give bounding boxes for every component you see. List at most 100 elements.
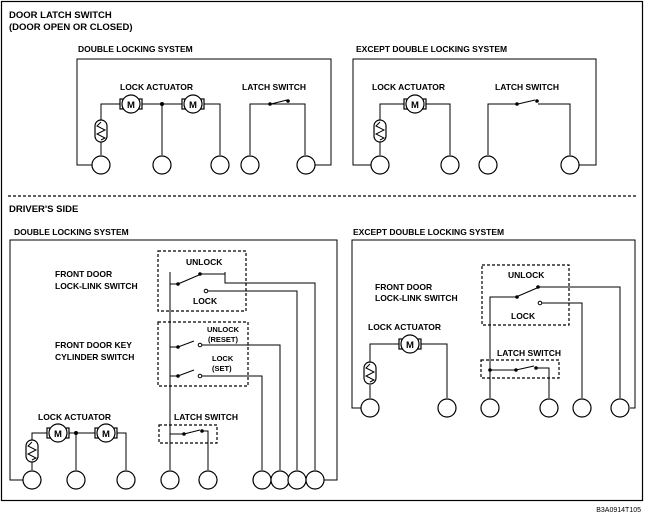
- s2-left-unlock-reset-label-1: UNLOCK: [207, 325, 240, 334]
- s2-right-lock-link-label-2: LOCK-LINK SWITCH: [375, 293, 458, 303]
- s1-right-latch-switch-label: LATCH SWITCH: [495, 82, 559, 92]
- s2-left-terminal: [116, 470, 136, 490]
- section1-title-line2: (DOOR OPEN OR CLOSED): [9, 22, 133, 33]
- s1-right-motor-symbol: M: [411, 100, 419, 111]
- s2-left-lock-set-label-2: (SET): [212, 364, 232, 373]
- s2-left-title: DOUBLE LOCKING SYSTEM: [14, 227, 129, 237]
- s2-left-contact: [203, 288, 209, 294]
- s2-left-lock-link-wires: [170, 272, 316, 470]
- s2-left-contact: [200, 429, 204, 433]
- s2-left-contact: [198, 272, 202, 276]
- s1-left-motor-icon-1: M: [119, 94, 143, 114]
- s1-right-switch-contact: [535, 99, 539, 103]
- s1-left-terminal: [210, 155, 230, 175]
- s2-right-contact: [488, 368, 492, 372]
- s1-left-terminal: [91, 155, 111, 175]
- s2-left-unlock-reset-label-2: (RESET): [208, 335, 239, 344]
- s2-left-motor-icon-2: M: [94, 423, 118, 443]
- section2-title: DRIVER'S SIDE: [9, 204, 78, 215]
- s2-right-title: EXCEPT DOUBLE LOCKING SYSTEM: [353, 227, 504, 237]
- s1-left-lock-actuator-label: LOCK ACTUATOR: [120, 82, 193, 92]
- s1-right-terminal: [478, 155, 498, 175]
- s2-left-motor-icon-1: M: [46, 423, 70, 443]
- s2-left-lock-label: LOCK: [193, 296, 218, 306]
- s1-left-heater-coil: [95, 121, 107, 141]
- s2-left-box: [9, 239, 338, 481]
- s2-right-terminal: [480, 398, 500, 418]
- s2-right-motor-icon: M: [398, 334, 422, 354]
- s2-left-contact: [176, 282, 180, 286]
- s2-left-terminal: [160, 470, 180, 490]
- s2-right-latch-switch-box: [480, 359, 560, 379]
- s2-right-contact: [534, 366, 538, 370]
- s2-left-terminal: [287, 470, 307, 490]
- s2-left-key-cylinder-switch-box: [157, 321, 249, 387]
- s1-right-terminal: [440, 155, 460, 175]
- s2-right-terminal: [437, 398, 457, 418]
- s2-right-box: [351, 239, 636, 409]
- s2-right-lock-link-label-1: FRONT DOOR: [375, 282, 432, 292]
- s2-left-heater-coil: [26, 441, 38, 461]
- s1-left-terminal: [296, 155, 316, 175]
- s2-left-key-cylinder-label-2: CYLINDER SWITCH: [55, 352, 134, 362]
- s2-left-unlock-label: UNLOCK: [186, 257, 223, 267]
- s2-left-terminal: [252, 470, 272, 490]
- s1-right-lock-actuator-label: LOCK ACTUATOR: [372, 82, 445, 92]
- s1-right-terminal: [370, 155, 390, 175]
- s2-left-lock-set-label-1: LOCK: [212, 354, 234, 363]
- s2-left-motor-symbol-1: M: [54, 429, 62, 440]
- s2-right-unlock-label: UNLOCK: [508, 270, 545, 280]
- s2-left-latch-switch-label: LATCH SWITCH: [174, 412, 238, 422]
- s1-left-junction: [160, 102, 164, 106]
- s1-right-switch-contact: [515, 102, 519, 106]
- s2-left-motor-symbol-2: M: [102, 429, 110, 440]
- s2-right-latch-wires: [490, 365, 550, 398]
- s2-left-lock-link-label-1: FRONT DOOR: [55, 269, 112, 279]
- s1-right-box: [352, 58, 597, 166]
- s1-right-wires: [379, 103, 571, 155]
- s1-left-box: [76, 58, 332, 166]
- s2-right-lock-actuator-label: LOCK ACTUATOR: [368, 322, 441, 332]
- s2-left-terminal: [270, 470, 290, 490]
- s2-left-terminal: [66, 470, 86, 490]
- figure-code: B3A0914T105: [596, 507, 641, 514]
- s2-left-key-cylinder-label-1: FRONT DOOR KEY: [55, 340, 132, 350]
- s2-left-terminal: [22, 470, 42, 490]
- s2-right-contact: [514, 368, 518, 372]
- s2-right-terminal: [360, 398, 380, 418]
- s1-left-switch-contact: [268, 102, 272, 106]
- s1-left-terminal: [152, 155, 172, 175]
- s2-left-contact: [197, 373, 203, 379]
- s2-left-actuator-wires: [31, 432, 127, 470]
- s2-left-terminal: [305, 470, 325, 490]
- s2-right-heater-icon: [363, 361, 377, 385]
- s1-left-motor-icon-2: M: [181, 94, 205, 114]
- s2-right-terminal: [572, 398, 592, 418]
- s2-left-heater-icon: [25, 439, 39, 463]
- s2-right-actuator-wires: [369, 343, 448, 398]
- section1-title-line1: DOOR LATCH SWITCH: [9, 10, 112, 21]
- s2-left-contact: [197, 342, 203, 348]
- s1-right-motor-icon: M: [403, 94, 427, 114]
- s1-right-heater-icon: [373, 119, 387, 143]
- s2-right-terminal: [610, 398, 630, 418]
- s2-left-lock-actuator-label: LOCK ACTUATOR: [38, 412, 111, 422]
- s2-right-heater-coil: [364, 363, 376, 383]
- s2-left-latch-wires: [170, 429, 209, 470]
- s1-left-motor-symbol-2: M: [189, 100, 197, 111]
- s2-left-lock-link-label-2: LOCK-LINK SWITCH: [55, 281, 138, 291]
- s2-right-contact: [515, 295, 519, 299]
- s1-left-switch-contact: [286, 99, 290, 103]
- s2-left-lock-link-switch-box: [157, 250, 247, 312]
- s2-right-contact: [536, 285, 540, 289]
- s2-left-junction: [74, 431, 78, 435]
- s1-left-latch-switch-label: LATCH SWITCH: [242, 82, 306, 92]
- s2-left-contact: [182, 432, 186, 436]
- s2-right-lock-link-switch-box: [481, 264, 570, 326]
- s1-left-title: DOUBLE LOCKING SYSTEM: [78, 44, 193, 54]
- s1-left-heater-icon: [94, 119, 108, 143]
- outer-frame: [0, 0, 644, 502]
- s1-left-terminal: [240, 155, 260, 175]
- s2-right-terminal: [539, 398, 559, 418]
